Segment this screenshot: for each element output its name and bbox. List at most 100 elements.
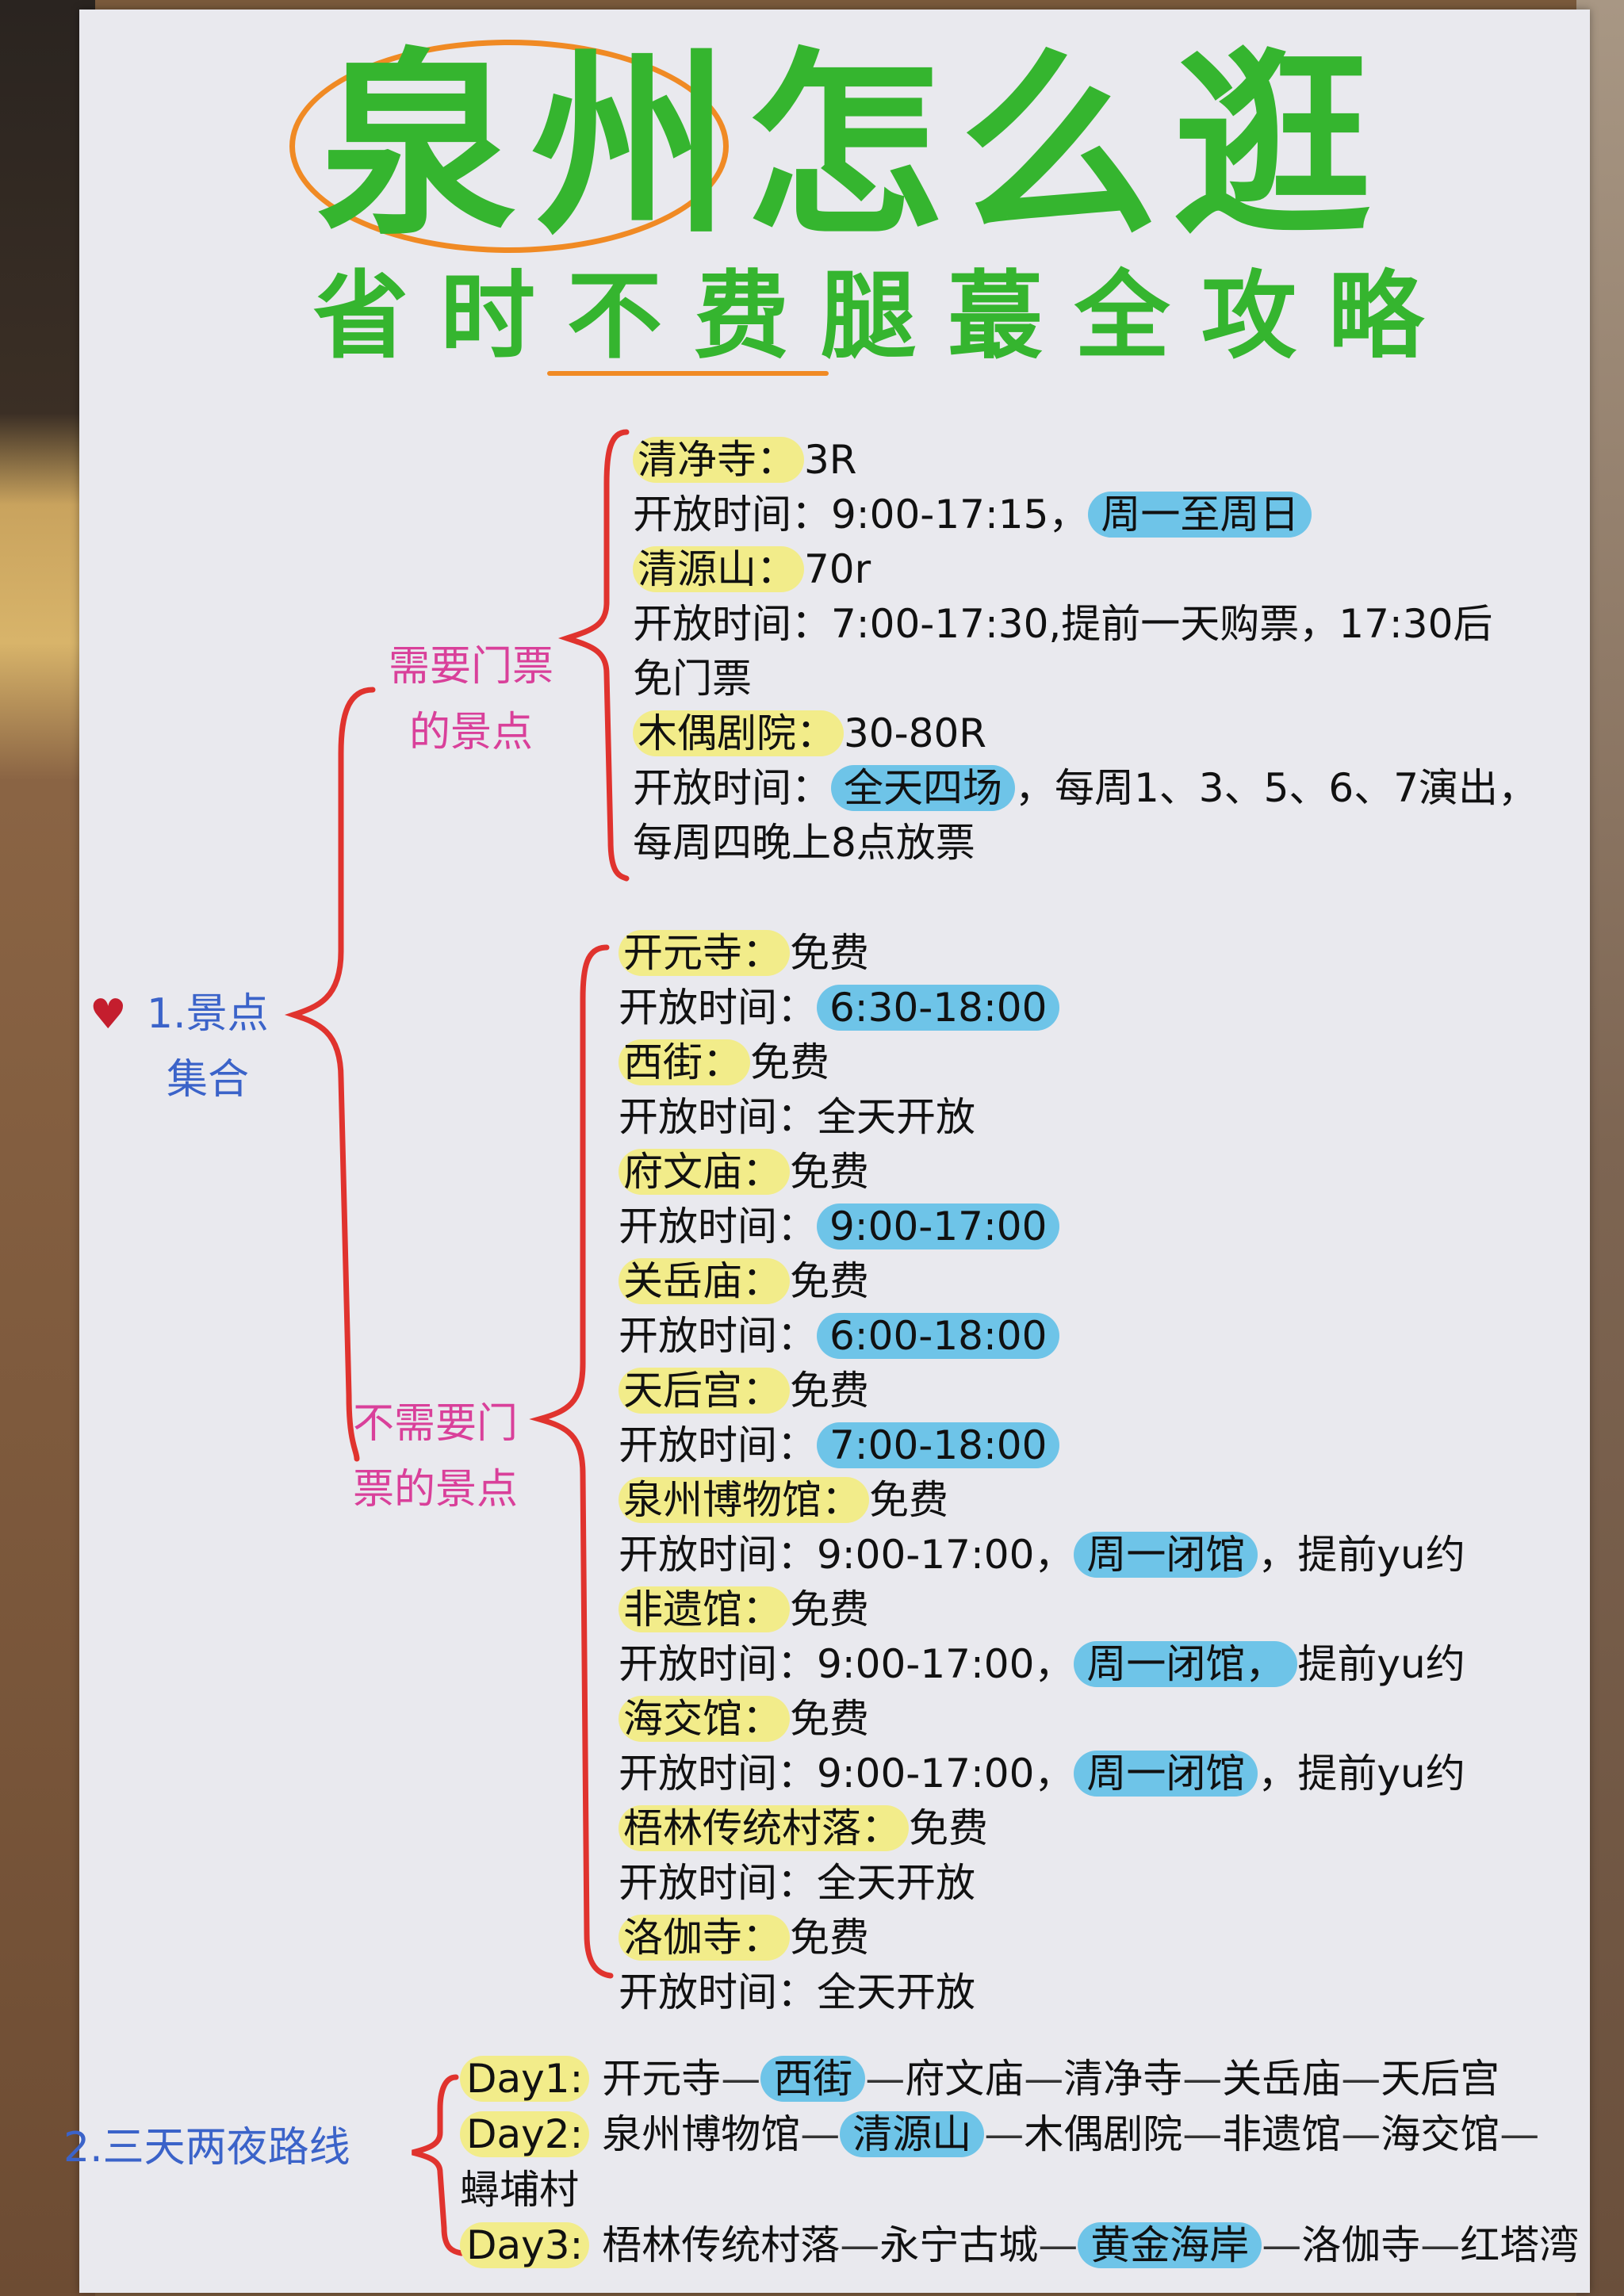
attraction-price: 免费 (790, 1696, 869, 1742)
paper-sheet (79, 10, 1590, 2293)
page-title: 泉州怎么逛 (317, 31, 1388, 262)
time-label: 开放时间： (619, 1751, 817, 1797)
time-label: 开放时间： (619, 1969, 817, 2015)
route-separator: — (1182, 2056, 1223, 2102)
route-separator: — (721, 2056, 761, 2102)
route-stop: 清源山 (840, 2111, 985, 2157)
free-item-name-line: 天后宫：免费 (619, 1368, 869, 1414)
time-highlight: 周一闭馆 (1074, 1532, 1258, 1578)
free-item-name-line: 梧林传统村落：免费 (619, 1805, 988, 1851)
attraction-price: 免费 (790, 930, 869, 976)
ticket-category-line2: 的景点 (409, 709, 534, 757)
route-stop: 开元寺 (602, 2056, 722, 2102)
free-item-name-line: 海交馆：免费 (619, 1696, 869, 1742)
free-item-time-line: 开放时间：全天开放 (619, 1096, 975, 1139)
attraction-price: 30-80R (844, 710, 987, 756)
section1-label-line2: 集合 (167, 1056, 250, 1104)
route-separator: — (1341, 2056, 1381, 2102)
free-item-time-line: 开放时间：7:00-18:00 (619, 1422, 1060, 1468)
time-extra: 每周四晚上8点放票 (633, 820, 975, 866)
time-label: 开放时间： (619, 1203, 817, 1249)
time-tail: ，提前yu约 (1258, 1751, 1465, 1797)
route-stop: 梧林传统村落 (602, 2222, 841, 2268)
route-stop: 蟳埔村 (460, 2167, 579, 2213)
route-separator: — (865, 2056, 906, 2102)
route-stop: 西街 (760, 2056, 866, 2102)
route-separator: — (1420, 2222, 1461, 2268)
attraction-name: 泉州博物馆： (619, 1477, 869, 1523)
attraction-name: 府文庙： (619, 1149, 790, 1195)
itinerary-continuation-line: 蟳埔村 (460, 2168, 579, 2212)
route-separator: — (1024, 2056, 1064, 2102)
attraction-price: 免费 (790, 1368, 869, 1414)
time-value: 全天开放 (817, 1969, 975, 2015)
day-label: Day2: (460, 2111, 590, 2157)
time-value: 9:00-17:00， (817, 1641, 1074, 1687)
attraction-price: 免费 (750, 1039, 829, 1085)
time-tail: ，提前yu约 (1258, 1532, 1465, 1578)
time-value: 7:00-17:30,提前一天购票，17:30后 (831, 601, 1493, 647)
ticket-item-time-line: 开放时间：7:00-17:30,提前一天购票，17:30后 (633, 603, 1492, 646)
time-value: 9:00-17:00， (817, 1751, 1074, 1797)
time-value: 全天开放 (817, 1860, 975, 1906)
free-item-time-line: 开放时间：9:00-17:00，周一闭馆，提前yu约 (619, 1532, 1465, 1578)
route-stop: 府文庙 (905, 2056, 1025, 2102)
day-label: Day3: (460, 2222, 590, 2268)
route-separator: — (1038, 2222, 1078, 2268)
ticket-category-label: 需要门票 的景点 (389, 634, 553, 766)
free-item-time-line: 开放时间：9:00-17:00，周一闭馆，提前yu约 (619, 1751, 1465, 1797)
attraction-price: 免费 (790, 1149, 869, 1195)
free-item-time-line: 开放时间：全天开放 (619, 1862, 975, 1905)
free-item-name-line: 关岳庙：免费 (619, 1258, 869, 1304)
time-label: 开放时间： (633, 765, 831, 811)
free-item-name-line: 非遗馆：免费 (619, 1586, 869, 1632)
time-highlight: 周一至周日 (1088, 492, 1312, 538)
attraction-name: 西街： (619, 1039, 750, 1085)
free-item-name-line: 泉州博物馆：免费 (619, 1477, 948, 1523)
time-extra: 免门票 (633, 656, 752, 702)
attraction-price: 免费 (790, 1915, 869, 1961)
attraction-name: 开元寺： (619, 930, 790, 976)
free-category-label: 不需要门 票的景点 (353, 1391, 518, 1523)
time-label: 开放时间： (619, 1094, 817, 1140)
time-highlight: 周一闭馆 (1074, 1751, 1258, 1797)
route-stop: 泉州博物馆 (602, 2111, 801, 2157)
attraction-price: 免费 (869, 1477, 948, 1523)
time-label: 开放时间： (619, 1532, 817, 1578)
route-separator: — (840, 2222, 880, 2268)
ticket-item-extra-line: 免门票 (633, 657, 752, 701)
attraction-price: 免费 (790, 1586, 869, 1632)
route-stop: 天后宫 (1381, 2056, 1500, 2102)
route-stop: 关岳庙 (1222, 2056, 1342, 2102)
section1-label: 1.景点 集合 (147, 982, 269, 1113)
time-highlight: 全天四场 (831, 765, 1015, 811)
attraction-name: 关岳庙： (619, 1258, 790, 1304)
time-label: 开放时间： (619, 1641, 817, 1687)
attraction-name: 海交馆： (619, 1696, 790, 1742)
subtitle-underline (547, 371, 829, 376)
ticket-item-time-line: 开放时间：全天四场，每周1、3、5、6、7演出， (633, 765, 1538, 811)
route-separator: — (1262, 2222, 1302, 2268)
itinerary-day-line: Day2: 泉州博物馆—清源山—木偶剧院—非遗馆—海交馆— (460, 2111, 1539, 2157)
time-highlight: 9:00-17:00 (817, 1203, 1060, 1249)
route-stop: 木偶剧院 (1024, 2111, 1183, 2157)
day-label: Day1: (460, 2056, 590, 2102)
route-separator: — (1341, 2111, 1381, 2157)
time-label: 开放时间： (633, 492, 831, 538)
attraction-name: 清源山： (633, 546, 804, 592)
itinerary-day-line: Day3: 梧林传统村落—永宁古城—黄金海岸—洛伽寺—红塔湾 (460, 2222, 1580, 2268)
route-separator: — (984, 2111, 1025, 2157)
free-item-time-line: 开放时间：全天开放 (619, 1971, 975, 2015)
free-category-line2: 票的景点 (353, 1466, 519, 1514)
attraction-price: 免费 (909, 1805, 988, 1851)
route-stop: 红塔湾 (1460, 2222, 1580, 2268)
time-highlight: 7:00-18:00 (817, 1422, 1060, 1468)
ticket-item-time-line: 开放时间：9:00-17:15，周一至周日 (633, 492, 1312, 538)
attraction-name: 清净寺： (633, 437, 804, 483)
ticket-category-line1: 需要门票 (389, 643, 554, 691)
spacer (589, 2056, 602, 2102)
time-value: 9:00-17:00， (817, 1532, 1074, 1578)
itinerary-day-line: Day1: 开元寺—西街—府文庙—清净寺—关岳庙—天后宫 (460, 2056, 1500, 2102)
attraction-price: 70r (804, 546, 871, 592)
